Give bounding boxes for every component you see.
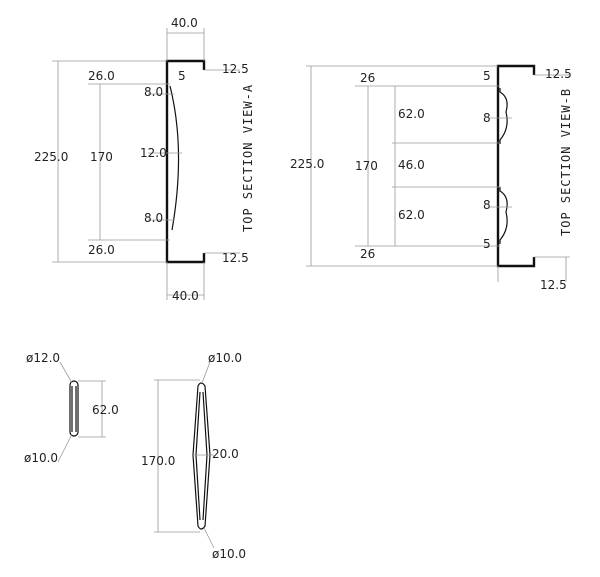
view-b-top-offset: 26 xyxy=(360,71,375,85)
view-a-profile xyxy=(165,59,206,264)
part-small-top-diameter: ø12.0 xyxy=(26,351,60,365)
part-small: ø12.0 62.0 ø10.0 xyxy=(24,351,119,465)
view-a-top-width: 40.0 xyxy=(171,16,198,30)
view-b-bottom-flange: 12.5 xyxy=(540,278,567,292)
view-b-profile xyxy=(496,64,536,268)
view-a-gap-small: 5 xyxy=(178,69,186,83)
view-a-top-offset: 26.0 xyxy=(88,69,115,83)
view-a-upper-taper: 8.0 xyxy=(144,85,163,99)
view-a-label: TOP SECTION VIEW-A xyxy=(241,84,255,232)
view-b: 12.5 225.0 26 5 62.0 8 170 46.0 8 62.0 5… xyxy=(290,64,573,292)
view-b-lower-segment: 62.0 xyxy=(398,208,425,222)
view-a-lower-taper: 8.0 xyxy=(144,211,163,225)
part-small-bottom-diameter: ø10.0 xyxy=(24,451,58,465)
view-a-bottom-flange: 12.5 xyxy=(222,251,249,265)
view-b-lower-bulge xyxy=(499,187,508,244)
view-a-bulge xyxy=(169,85,180,231)
part-small-height: 62.0 xyxy=(92,403,119,417)
view-b-upper-bulge: 8 xyxy=(483,111,491,125)
view-b-lower-bulge: 8 xyxy=(483,198,491,212)
view-b-top-gap: 5 xyxy=(483,69,491,83)
view-b-middle-segment: 46.0 xyxy=(398,158,425,172)
part-large-top-diameter: ø10.0 xyxy=(208,351,242,365)
part-large-body xyxy=(192,382,211,530)
part-large-width: 20.0 xyxy=(212,447,239,461)
view-b-bottom-offset: 26 xyxy=(360,247,375,261)
view-b-bottom-gap: 5 xyxy=(483,237,491,251)
part-large: ø10.0 170.0 20.0 ø10.0 xyxy=(141,351,246,561)
view-a-mid-bulge: 12.0 xyxy=(140,146,167,160)
view-a-top-flange: 12.5 xyxy=(222,62,249,76)
part-large-bottom-diameter: ø10.0 xyxy=(212,547,246,561)
view-b-upper-bulge xyxy=(499,88,508,144)
view-a: 40.0 12.5 225.0 26.0 5 8.0 170 12.0 8.0 … xyxy=(34,16,255,303)
view-b-upper-segment: 62.0 xyxy=(398,107,425,121)
part-small-body xyxy=(69,380,79,437)
part-large-height: 170.0 xyxy=(141,454,175,468)
view-a-inner-height: 170 xyxy=(90,150,113,164)
view-b-overall-height: 225.0 xyxy=(290,157,324,171)
view-a-bottom-width: 40.0 xyxy=(172,289,199,303)
view-a-overall-height: 225.0 xyxy=(34,150,68,164)
view-b-label: TOP SECTION VIEW-B xyxy=(559,88,573,236)
view-a-bottom-offset: 26.0 xyxy=(88,243,115,257)
view-b-top-flange: 12.5 xyxy=(545,67,572,81)
view-b-inner-height: 170 xyxy=(355,159,378,173)
